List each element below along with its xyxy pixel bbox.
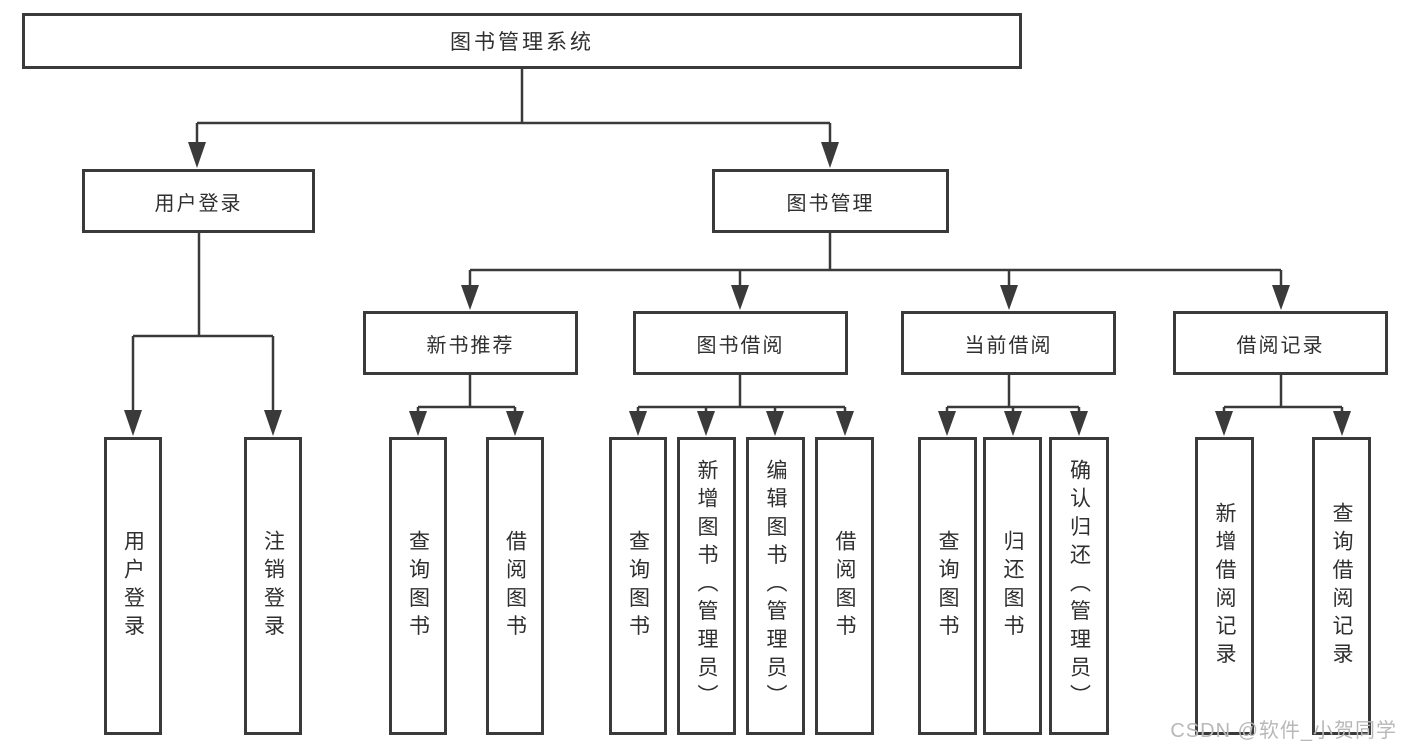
leaf-label: 注销登录	[261, 529, 285, 643]
connector-book-mgmt-children	[461, 233, 1290, 310]
leaf-confirm-return-admin: 确认归还（管理员）	[1049, 437, 1109, 735]
node-library-management-system: 图书管理系统	[22, 13, 1022, 69]
leaf-label: 确认归还（管理员）	[1067, 459, 1091, 713]
leaf-label: 归还图书	[1001, 529, 1024, 643]
connector-book-borrow-children	[629, 375, 854, 436]
leaf-add-borrow-record: 新增借阅记录	[1195, 437, 1254, 735]
leaf-query-books-current: 查询图书	[918, 437, 977, 735]
connector-user-login-children	[124, 233, 282, 436]
leaf-label: 新增借阅记录	[1213, 501, 1236, 671]
leaf-borrow-books-recommend: 借阅图书	[486, 437, 544, 735]
leaf-edit-books-admin: 编辑图书（管理员）	[746, 437, 805, 735]
connector-root-to-level2	[188, 69, 839, 168]
leaf-user-login: 用户登录	[104, 437, 162, 735]
node-label: 图书借阅	[696, 334, 785, 357]
node-label: 用户登录	[154, 192, 243, 215]
leaf-label: 新增图书（管理员）	[695, 459, 718, 713]
leaf-label: 借阅图书	[833, 529, 856, 643]
leaf-query-borrow-record: 查询借阅记录	[1312, 437, 1371, 735]
connector-current-borrow-children	[938, 375, 1088, 436]
leaf-label: 编辑图书（管理员）	[764, 459, 787, 713]
node-label: 借阅记录	[1236, 334, 1325, 357]
node-user-login: 用户登录	[82, 169, 315, 233]
leaf-add-books-admin: 新增图书（管理员）	[677, 437, 736, 735]
leaf-label: 查询图书	[936, 529, 959, 643]
leaf-query-books-borrow: 查询图书	[609, 437, 667, 735]
leaf-borrow-books: 借阅图书	[815, 437, 874, 735]
node-current-borrow: 当前借阅	[901, 311, 1116, 375]
node-label: 图书管理	[786, 192, 875, 215]
node-label: 图书管理系统	[450, 31, 594, 54]
leaf-label: 查询图书	[626, 529, 650, 643]
leaf-query-books-recommend: 查询图书	[389, 437, 447, 735]
leaf-label: 用户登录	[121, 529, 145, 643]
connector-records-children	[1215, 375, 1351, 436]
node-label: 新书推荐	[426, 334, 515, 357]
leaf-logout: 注销登录	[244, 437, 302, 735]
leaf-label: 查询图书	[406, 529, 430, 643]
node-book-management: 图书管理	[712, 169, 949, 233]
node-new-book-recommend: 新书推荐	[363, 311, 578, 375]
leaf-label: 查询借阅记录	[1330, 501, 1353, 671]
leaf-label: 借阅图书	[503, 529, 527, 643]
csdn-watermark: CSDN @软件_小贺同学	[1170, 720, 1397, 742]
node-book-borrow: 图书借阅	[633, 311, 848, 375]
node-borrow-records: 借阅记录	[1173, 311, 1388, 375]
connector-new-book-children	[409, 375, 524, 436]
node-label: 当前借阅	[964, 334, 1053, 357]
leaf-return-books: 归还图书	[983, 437, 1042, 735]
